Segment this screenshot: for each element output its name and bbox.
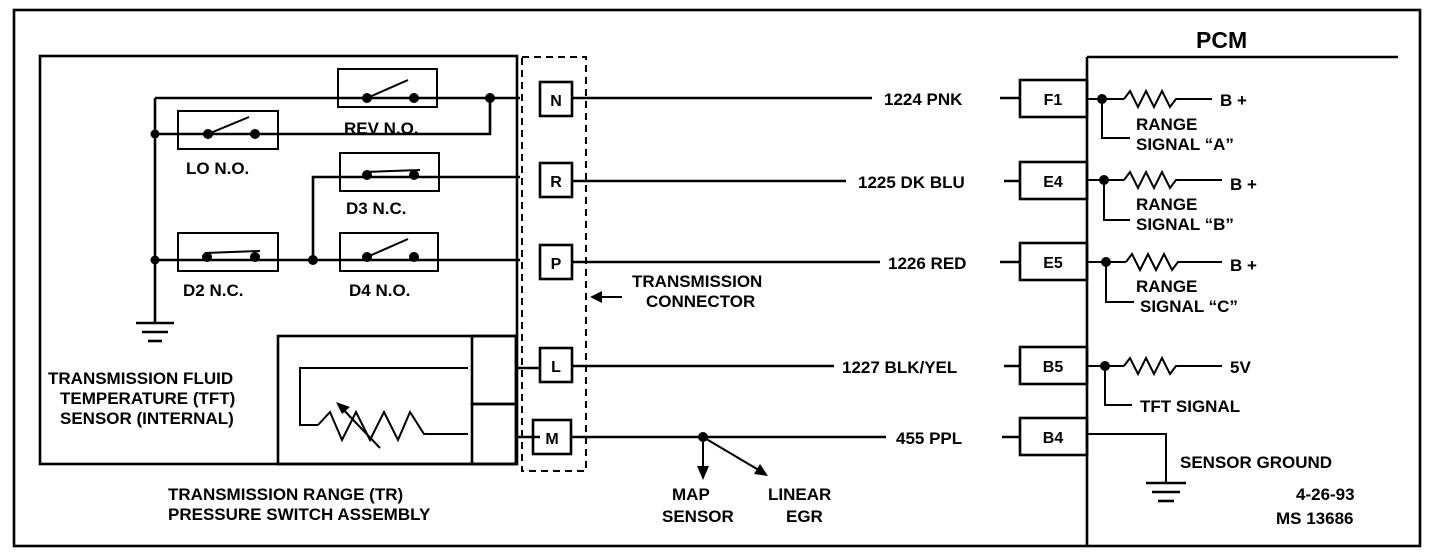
svg-text:E5: E5 bbox=[1043, 255, 1063, 272]
range-c-label-1: RANGE bbox=[1136, 277, 1197, 296]
svg-text:M: M bbox=[545, 431, 558, 448]
wire-label-1224: 1224 PNK bbox=[884, 90, 963, 109]
tft-label-1: TRANSMISSION FLUID bbox=[48, 369, 233, 388]
pcm-title: PCM bbox=[1196, 27, 1247, 53]
five-volt-label: 5V bbox=[1230, 358, 1251, 377]
svg-text:E4: E4 bbox=[1043, 174, 1063, 191]
tft-label-3: SENSOR (INTERNAL) bbox=[60, 409, 234, 428]
linear-egr-label-2: EGR bbox=[786, 507, 823, 526]
sensor-ground-label: SENSOR GROUND bbox=[1180, 453, 1332, 472]
b-plus-c: B + bbox=[1230, 256, 1257, 275]
pcm-module: PCM F1 E4 E5 B5 B4 B + RANGE bbox=[1018, 27, 1398, 546]
wire-label-455: 455 PPL bbox=[896, 429, 962, 448]
transmission-connector: N R P L M TRANSMISSION CONNECTOR bbox=[521, 56, 762, 472]
svg-text:R: R bbox=[550, 174, 562, 191]
range-c-label-2: SIGNAL “C” bbox=[1140, 297, 1238, 316]
tft-signal-label: TFT SIGNAL bbox=[1140, 397, 1240, 416]
wire-label-1226: 1226 RED bbox=[888, 254, 966, 273]
map-sensor-label-1: MAP bbox=[672, 485, 710, 504]
tft-label-2: TEMPERATURE (TFT) bbox=[60, 389, 235, 408]
switch-d2: D2 N.C. bbox=[177, 232, 279, 300]
connector-pin-r: R bbox=[538, 161, 574, 199]
switch-rev: REV N.O. bbox=[337, 68, 438, 138]
switch-d4-label: D4 N.O. bbox=[349, 281, 410, 300]
connector-label-1: TRANSMISSION bbox=[632, 272, 762, 291]
svg-text:L: L bbox=[551, 359, 561, 376]
switch-d4: D4 N.O. bbox=[339, 232, 439, 300]
switch-lo-label: LO N.O. bbox=[186, 159, 249, 178]
svg-text:B4: B4 bbox=[1043, 430, 1064, 447]
switch-d2-label: D2 N.C. bbox=[183, 281, 243, 300]
tft-signal: 5V TFT SIGNAL bbox=[1087, 355, 1251, 416]
linear-egr-label-1: LINEAR bbox=[768, 485, 831, 504]
connector-pin-p: P bbox=[538, 243, 574, 281]
pcm-pin-b5: B5 bbox=[1018, 345, 1089, 386]
switch-lo: LO N.O. bbox=[155, 110, 280, 178]
range-a-label-2: SIGNAL “A” bbox=[1136, 135, 1234, 154]
switch-d3-label: D3 N.C. bbox=[346, 199, 406, 218]
diagram-frame bbox=[12, 8, 1422, 548]
ground-symbol bbox=[136, 321, 174, 343]
svg-text:P: P bbox=[551, 256, 562, 273]
pcm-pin-b4: B4 bbox=[1018, 416, 1089, 457]
range-b-label-2: SIGNAL “B” bbox=[1136, 215, 1234, 234]
switch-d3: D3 N.C. bbox=[311, 152, 520, 260]
connector-pin-n: N bbox=[538, 80, 574, 118]
connector-label-2: CONNECTOR bbox=[646, 292, 755, 311]
wire-label-1227: 1227 BLK/YEL bbox=[842, 358, 957, 377]
footer-date: 4-26-93 bbox=[1296, 485, 1355, 504]
pcm-pin-e4: E4 bbox=[1018, 160, 1089, 201]
sensor-ground: SENSOR GROUND bbox=[1087, 433, 1332, 503]
tr-pressure-switch-assembly: REV N.O. LO N.O. D3 N.C. bbox=[38, 54, 540, 524]
range-a-label-1: RANGE bbox=[1136, 115, 1197, 134]
connector-pin-l: L bbox=[538, 346, 574, 384]
range-signal-c: B + RANGE SIGNAL “C” bbox=[1087, 251, 1257, 316]
range-signal-b: B + RANGE SIGNAL “B” bbox=[1087, 169, 1257, 234]
svg-text:F1: F1 bbox=[1044, 92, 1063, 109]
b-plus-a: B + bbox=[1220, 91, 1247, 110]
range-b-label-1: RANGE bbox=[1136, 195, 1197, 214]
range-signal-a: B + RANGE SIGNAL “A” bbox=[1087, 88, 1247, 154]
svg-text:B5: B5 bbox=[1043, 359, 1064, 376]
wire-label-1225: 1225 DK BLU bbox=[858, 173, 965, 192]
pcm-pin-e5: E5 bbox=[1018, 241, 1089, 282]
footer-code: MS 13686 bbox=[1276, 509, 1354, 528]
svg-text:N: N bbox=[550, 93, 562, 110]
wires: 1224 PNK 1225 DK BLU 1226 RED 1227 BLK/Y… bbox=[571, 86, 1020, 526]
map-sensor-label-2: SENSOR bbox=[662, 507, 734, 526]
tft-sensor: TRANSMISSION FLUID TEMPERATURE (TFT) SEN… bbox=[48, 334, 540, 466]
b-plus-b: B + bbox=[1230, 175, 1257, 194]
pcm-pin-f1: F1 bbox=[1018, 78, 1089, 119]
assembly-label-1: TRANSMISSION RANGE (TR) bbox=[168, 485, 403, 504]
assembly-label-2: PRESSURE SWITCH ASSEMBLY bbox=[168, 505, 431, 524]
